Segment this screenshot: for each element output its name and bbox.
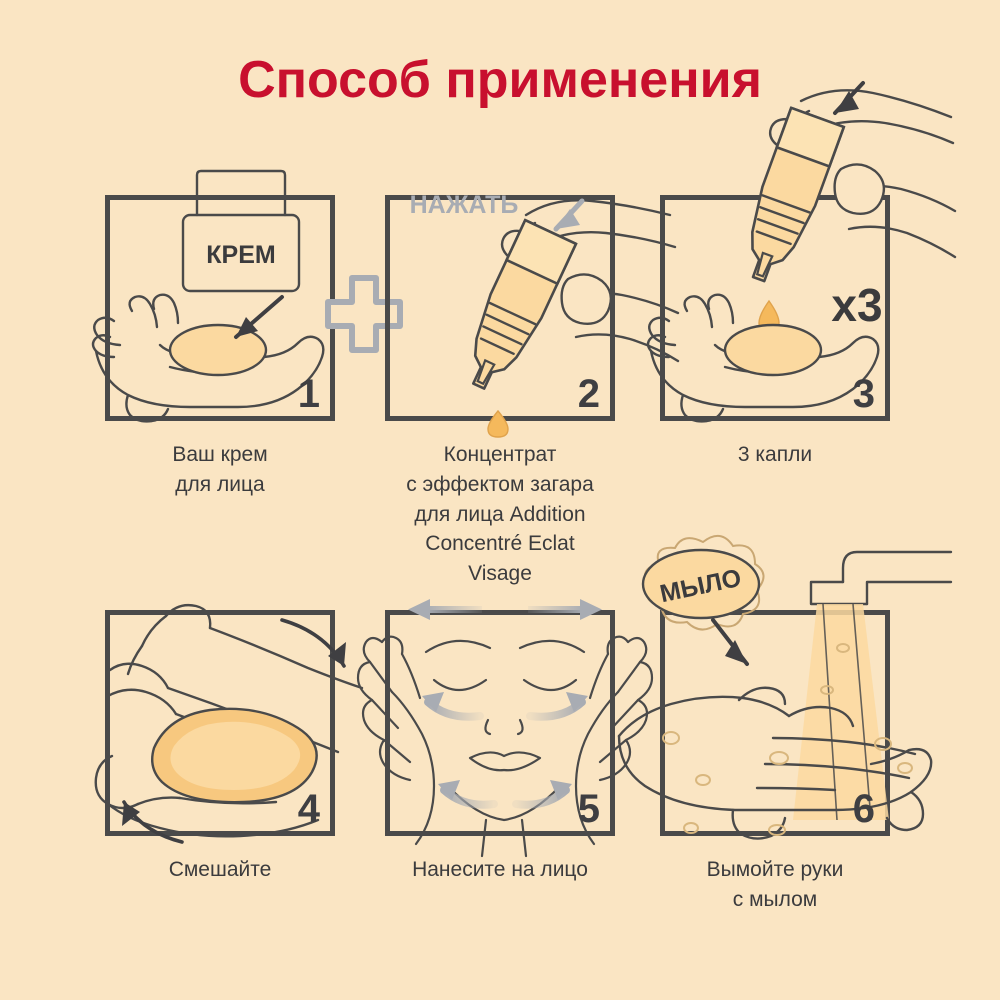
step-number-4: 4	[297, 787, 320, 831]
plus-icon	[325, 275, 403, 353]
step-panel-5: 5	[356, 599, 654, 858]
hands-rubbing-cream-illustration	[94, 603, 364, 844]
dropper-into-palm-illustration: x3	[646, 81, 957, 423]
step-number-2: 2	[577, 372, 600, 416]
step-caption-2: Концентрат с эффектом загара для лица Ad…	[406, 443, 594, 586]
step-panel-6: МЫЛО 6	[617, 535, 953, 840]
step-caption-5: Нанесите на лицо	[412, 858, 588, 881]
step-panel-4: 4	[94, 603, 364, 844]
step-number-3: 3	[852, 372, 875, 416]
step-panel-3: x3 3	[646, 81, 957, 423]
page-title: Способ применения	[238, 51, 762, 109]
step-caption-3: 3 капли	[737, 443, 813, 466]
step-2-label: НАЖАТЬ	[410, 191, 519, 219]
step-number-6: 6	[852, 787, 875, 831]
step-panel-1: КРЕМ 1	[91, 169, 335, 423]
step-1-label: КРЕМ	[206, 241, 275, 269]
step-number-5: 5	[577, 787, 600, 831]
step-caption-6: Вымойте руки с мылом	[706, 858, 844, 911]
washing-hands-illustration: МЫЛО	[617, 535, 953, 840]
step-caption-4: Смешайте	[168, 858, 272, 881]
step-panel-2: НАЖАТЬ 2	[385, 191, 680, 438]
step-3-label: x3	[831, 279, 882, 331]
step-6-label: МЫЛО	[657, 564, 743, 608]
step-number-1: 1	[297, 372, 320, 416]
step-caption-1: Ваш крем для лица	[172, 443, 268, 496]
